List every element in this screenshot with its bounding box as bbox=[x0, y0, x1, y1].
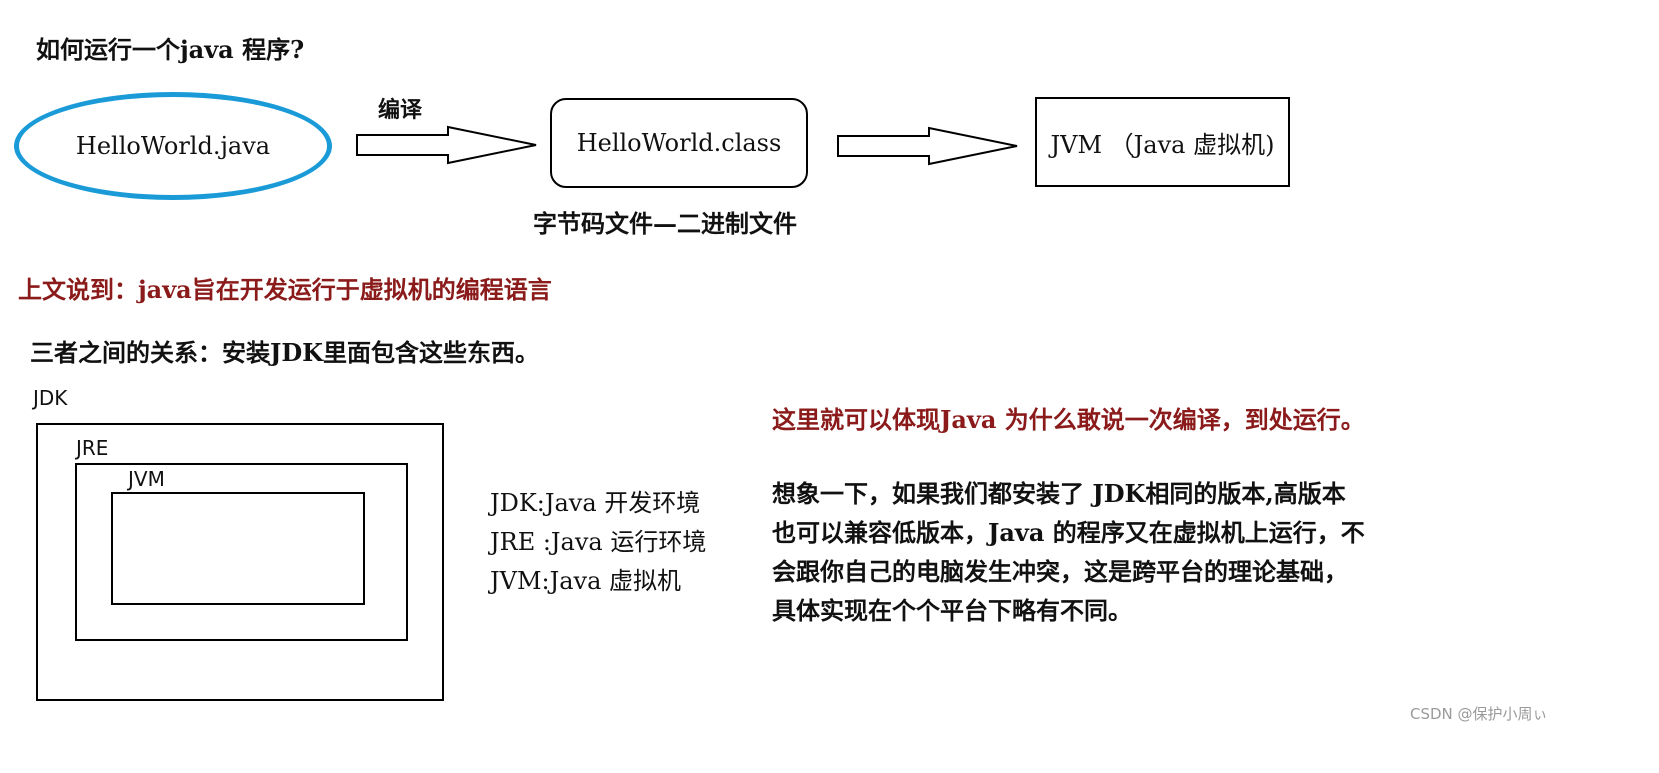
class-file-label: HelloWorld.class bbox=[576, 129, 782, 157]
source-file-label: HelloWorld.java bbox=[75, 132, 271, 160]
jdk-box bbox=[36, 423, 444, 701]
watermark: CSDN @保护小周ぃ bbox=[1410, 705, 1548, 723]
jvm-node: JVM （Java 虚拟机) bbox=[1035, 97, 1290, 187]
definition-jdk: JDK:Java 开发环境 bbox=[490, 489, 701, 517]
definitions-list: JDK:Java 开发环境 JRE :Java 运行环境 JVM:Java 虚拟… bbox=[490, 484, 706, 601]
relation-heading: 三者之间的关系：安装JDK里面包含这些东西。 bbox=[30, 338, 540, 367]
definition-jvm: JVM:Java 虚拟机 bbox=[490, 567, 682, 595]
recap-note: 上文说到：java旨在开发运行于虚拟机的编程语言 bbox=[18, 275, 552, 304]
slogan: 这里就可以体现Java 为什么敢说一次编译，到处运行。 bbox=[772, 405, 1365, 434]
explanation-paragraph: 想象一下，如果我们都安装了 JDK相同的版本,高版本 也可以兼容低版本，Java… bbox=[772, 474, 1365, 630]
jvm-node-label: JVM （Java 虚拟机) bbox=[1050, 130, 1275, 159]
jdk-label: JDK bbox=[33, 386, 68, 410]
compile-label: 编译 bbox=[378, 97, 423, 123]
definition-jre: JRE :Java 运行环境 bbox=[490, 528, 707, 556]
paragraph-line: 具体实现在个个平台下略有不同。 bbox=[772, 596, 1132, 625]
jre-box bbox=[75, 463, 408, 641]
compile-arrow-icon bbox=[356, 125, 537, 165]
paragraph-line: 也可以兼容低版本，Java 的程序又在虚拟机上运行，不 bbox=[772, 518, 1365, 547]
paragraph-line: 会跟你自己的电脑发生冲突，这是跨平台的理论基础， bbox=[772, 557, 1348, 586]
jvm-label: JVM bbox=[128, 467, 165, 491]
page-title: 如何运行一个java 程序? bbox=[36, 35, 305, 64]
paragraph-line: 想象一下，如果我们都安装了 JDK相同的版本,高版本 bbox=[772, 479, 1346, 508]
class-file-node: HelloWorld.class bbox=[550, 98, 808, 188]
bytecode-caption: 字节码文件—二进制文件 bbox=[533, 209, 797, 238]
load-arrow-icon bbox=[837, 126, 1018, 166]
jre-label: JRE bbox=[76, 436, 109, 460]
jvm-box bbox=[111, 492, 365, 605]
source-file-node: HelloWorld.java bbox=[14, 92, 332, 200]
